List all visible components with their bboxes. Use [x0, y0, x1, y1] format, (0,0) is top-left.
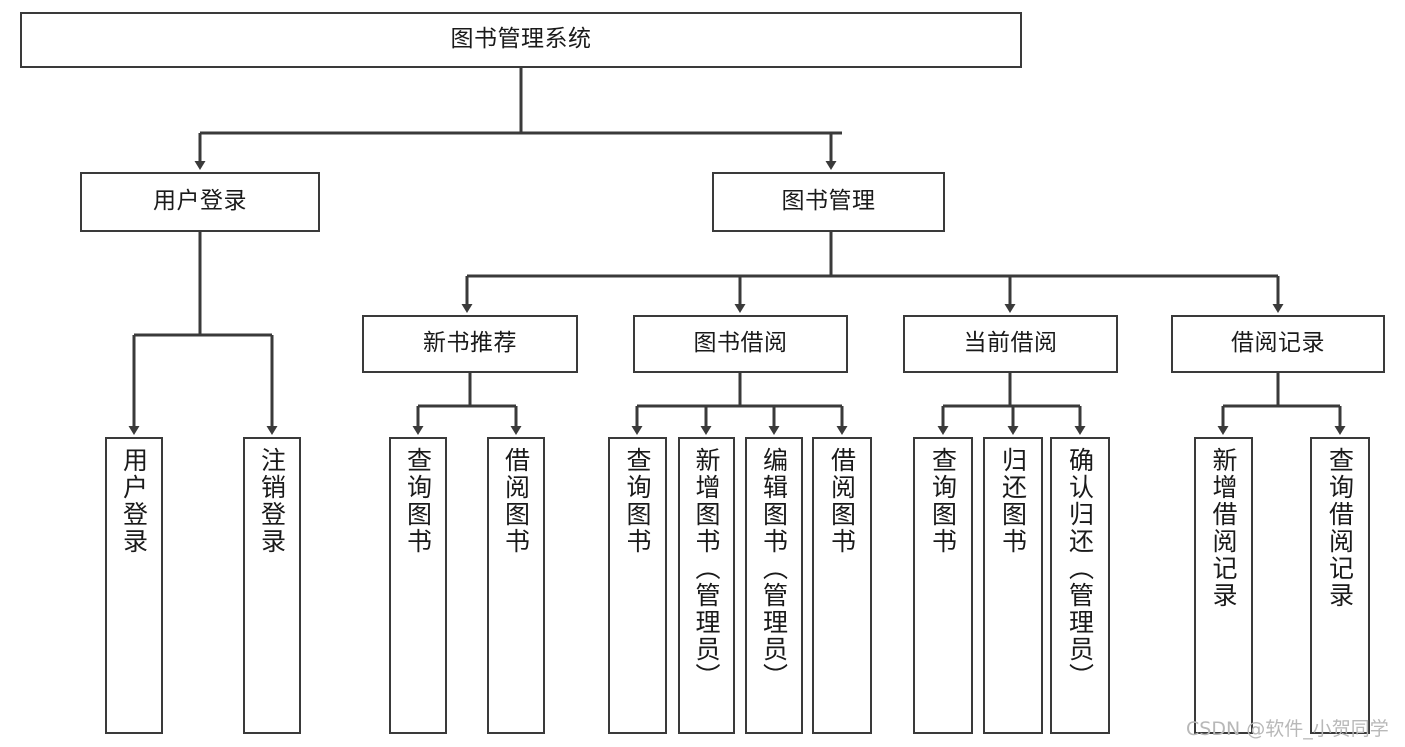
node-book-management-label: 图书管理 [781, 188, 876, 215]
leaf-node[interactable]: 归还图书 [983, 437, 1043, 734]
leaf-node-label: 查询图书 [928, 447, 958, 555]
leaf-node[interactable]: 确认归还（管理员） [1050, 437, 1110, 734]
node-current-borrow-label: 当前借阅 [963, 330, 1058, 357]
node-new-book-recommend-label: 新书推荐 [423, 330, 517, 357]
leaf-node[interactable]: 查询图书 [913, 437, 973, 734]
leaf-node[interactable]: 新增借阅记录 [1194, 437, 1253, 734]
leaf-node[interactable]: 注销登录 [243, 437, 301, 734]
node-book-borrow[interactable]: 图书借阅 [633, 315, 848, 373]
leaf-node-label: 编辑图书（管理员） [759, 447, 789, 690]
leaf-node[interactable]: 借阅图书 [487, 437, 545, 734]
node-root-label: 图书管理系统 [450, 26, 592, 53]
leaf-node-label: 借阅图书 [827, 447, 857, 555]
leaf-node-label: 注销登录 [257, 447, 287, 555]
leaf-node-label: 归还图书 [998, 447, 1028, 555]
leaf-node[interactable]: 借阅图书 [812, 437, 872, 734]
node-current-borrow[interactable]: 当前借阅 [903, 315, 1118, 373]
csdn-watermark: CSDN @软件_小贺同学 [1186, 718, 1389, 740]
leaf-node[interactable]: 新增图书（管理员） [678, 437, 735, 734]
leaf-node-label: 确认归还（管理员） [1065, 447, 1095, 690]
leaf-node-label: 查询图书 [623, 447, 652, 555]
node-book-management[interactable]: 图书管理 [712, 172, 945, 232]
leaf-node-label: 用户登录 [119, 447, 149, 555]
node-new-book-recommend[interactable]: 新书推荐 [362, 315, 578, 373]
leaf-node-label: 新增图书（管理员） [692, 447, 721, 690]
leaf-node-label: 查询图书 [403, 447, 433, 555]
node-borrow-record-label: 借阅记录 [1231, 330, 1325, 357]
node-user-login[interactable]: 用户登录 [80, 172, 320, 232]
node-book-borrow-label: 图书借阅 [693, 330, 788, 357]
node-borrow-record[interactable]: 借阅记录 [1171, 315, 1385, 373]
leaf-node[interactable]: 查询借阅记录 [1310, 437, 1370, 734]
leaf-node[interactable]: 查询图书 [389, 437, 447, 734]
node-user-login-label: 用户登录 [153, 188, 247, 215]
node-root[interactable]: 图书管理系统 [20, 12, 1022, 68]
leaf-node-label: 查询借阅记录 [1325, 447, 1355, 609]
leaf-node[interactable]: 编辑图书（管理员） [745, 437, 803, 734]
leaf-node[interactable]: 用户登录 [105, 437, 163, 734]
leaf-node-label: 新增借阅记录 [1209, 447, 1238, 609]
leaf-node-label: 借阅图书 [501, 447, 531, 555]
leaf-node[interactable]: 查询图书 [608, 437, 667, 734]
